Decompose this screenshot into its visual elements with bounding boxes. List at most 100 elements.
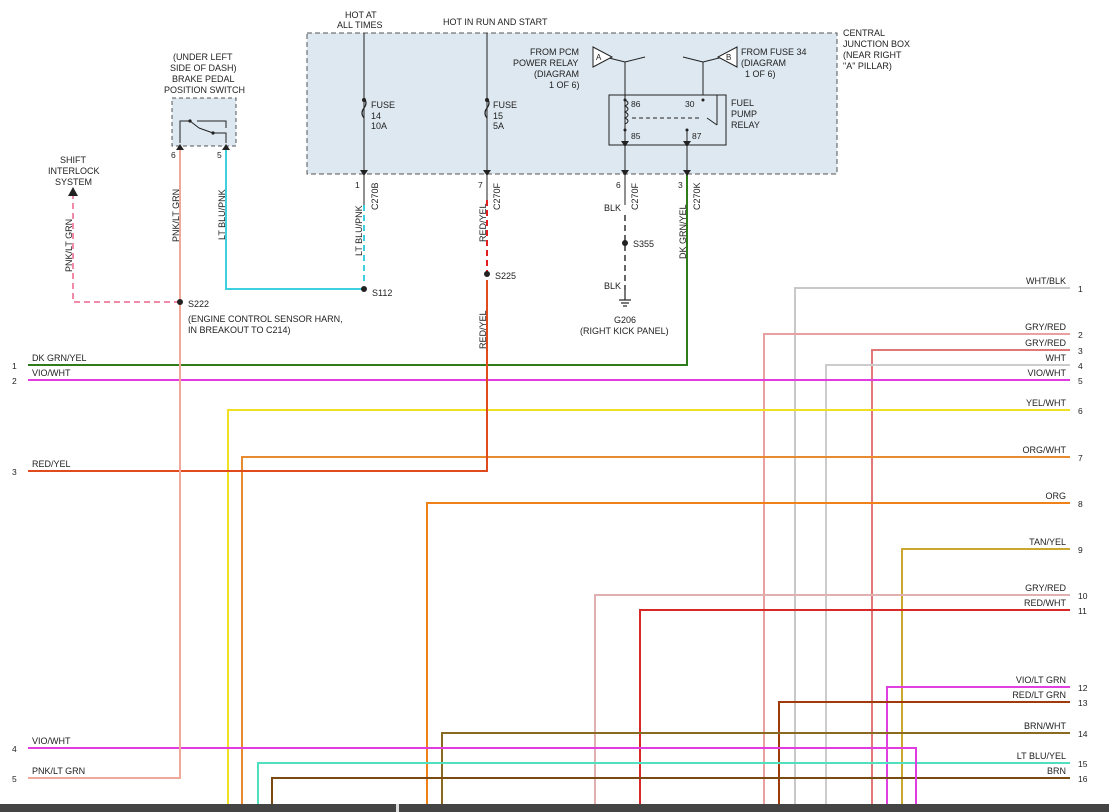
labels: HOT AT ALL TIMES HOT IN RUN AND START CE… [48,10,910,349]
label-fuse-14: 14 [371,111,381,121]
right-pin-wire-color: WHT/BLK [1026,276,1066,286]
label-fuel-pump-relay: RELAY [731,120,760,130]
wire-label-lt-blu-pnk-fuse: LT BLU/PNK [354,205,364,256]
label-hot-all-times: ALL TIMES [337,20,383,30]
relay-pin-86: 86 [631,99,641,109]
right-pin-number: 13 [1078,698,1088,708]
central-junction-box [306,32,838,175]
wire-label-red-yel-top: RED/YEL [478,203,488,242]
right-pin-wire-color: ORG/WHT [1023,445,1067,455]
right-pin-number: 15 [1078,759,1088,769]
right-pin-number: 6 [1078,406,1083,416]
right-pin-wire-color: TAN/YEL [1029,537,1066,547]
relay-pin-30: 30 [685,99,695,109]
relay-pin-87: 87 [692,131,702,141]
connector-a-icon [592,46,614,68]
c270f-pin: 7 [478,180,483,190]
connector-c270k: C270K [692,182,702,210]
ground-icon [619,290,631,307]
connector-c270f-2: C270F [630,182,640,210]
wire-label-pnk-lt-grn-shift: PNK/LT GRN [64,219,74,272]
left-pin-wire-color: VIO/WHT [32,736,71,746]
c270f2-pin: 6 [616,180,621,190]
left-pin-wire-color: RED/YEL [32,459,71,469]
left-pin-number: 1 [12,361,17,371]
ground-g206: (RIGHT KICK PANEL) [580,326,669,336]
right-pin-number: 1 [1078,284,1083,294]
brake-switch-pin-6: 6 [171,150,176,160]
connector-arrows [68,141,691,196]
label-fuel-pump-relay: FUEL [731,98,754,108]
splice-s222: (ENGINE CONTROL SENSOR HARN, [188,314,343,324]
left-pin-wire-color: PNK/LT GRN [32,766,85,776]
label-fuel-pump-relay: PUMP [731,109,757,119]
label-from-pcm: POWER RELAY [513,58,578,68]
right-pin-number: 9 [1078,545,1083,555]
label-brake-switch: POSITION SWITCH [164,85,245,95]
right-pin-number: 3 [1078,346,1083,356]
left-pin-number: 5 [12,774,17,784]
connector-a-label: A [596,53,602,62]
right-pin-wire-color: RED/WHT [1024,598,1066,608]
brake-switch-pin-5: 5 [217,150,222,160]
label-fuse-14: 10A [371,121,387,131]
label-brake-switch: SIDE OF DASH) [170,63,237,73]
right-pin-number: 4 [1078,361,1083,371]
connector-c270b: C270B [370,182,380,210]
c270k-pin: 3 [678,180,683,190]
label-hot-run-start: HOT IN RUN AND START [443,17,548,27]
wire-label-pnk-lt-grn-switch: PNK/LT GRN [171,189,181,242]
connector-c270f: C270F [492,182,502,210]
left-pin-wire-color: DK GRN/YEL [32,353,87,363]
c270b-pin: 1 [355,180,360,190]
label-from-pcm: (DIAGRAM [534,69,579,79]
left-connector-pins: 1DK GRN/YEL2VIO/WHT3RED/YEL4VIO/WHT5PNK/… [12,353,87,784]
right-pin-wire-color: ORG [1045,491,1066,501]
bottom-bar-gap [396,804,399,812]
label-fuse-15: 15 [493,111,503,121]
label-central-junction: (NEAR RIGHT [843,50,902,60]
label-from-pcm: 1 OF 6) [549,80,580,90]
right-connector-pins: 1WHT/BLK2GRY/RED3GRY/RED4WHT5VIO/WHT6YEL… [1012,276,1087,784]
wire-label-blk: BLK [604,281,621,291]
splice-s355: S355 [633,239,654,249]
relay-pin-85: 85 [631,131,641,141]
right-pin-wire-color: VIO/WHT [1028,368,1067,378]
label-central-junction: CENTRAL [843,28,885,38]
left-side-wires [28,146,917,812]
brake-pedal-switch-box [171,97,237,147]
right-pin-number: 7 [1078,453,1083,463]
wire-label-dk-grn-yel: DK GRN/YEL [678,204,688,259]
brake-switch-symbol [179,120,227,143]
label-fuse-15: FUSE [493,100,517,110]
label-shift-interlock: SHIFT [60,155,87,165]
splice-dots [177,98,705,305]
left-pin-number: 4 [12,744,17,754]
right-pin-wire-color: GRY/RED [1025,322,1066,332]
right-pin-number: 14 [1078,729,1088,739]
junction-internal-wires [363,33,724,174]
right-pin-wire-color: BRN [1047,766,1066,776]
right-pin-wire-color: YEL/WHT [1026,398,1067,408]
right-pin-number: 2 [1078,330,1083,340]
connector-b-label: B [726,53,731,62]
label-central-junction: "A" PILLAR) [843,61,892,71]
right-pin-number: 8 [1078,499,1083,509]
splice-s112: S112 [372,288,392,298]
right-pin-number: 10 [1078,591,1088,601]
right-pin-number: 11 [1078,606,1087,616]
label-central-junction: JUNCTION BOX [843,39,910,49]
right-side-wires [28,287,1070,812]
label-shift-interlock: SYSTEM [55,177,92,187]
bottom-bar [0,804,1109,812]
label-fuse-14: FUSE [371,100,395,110]
right-pin-wire-color: GRY/RED [1025,338,1066,348]
left-pin-wire-color: VIO/WHT [32,368,71,378]
label-fuse-15: 5A [493,121,504,131]
right-pin-wire-color: LT BLU/YEL [1017,751,1066,761]
label-from-fuse-34: 1 OF 6) [745,69,776,79]
wire-label-red-yel-bottom: RED/YEL [478,310,488,349]
splice-s225: S225 [495,271,516,281]
label-from-fuse-34: (DIAGRAM [741,58,786,68]
